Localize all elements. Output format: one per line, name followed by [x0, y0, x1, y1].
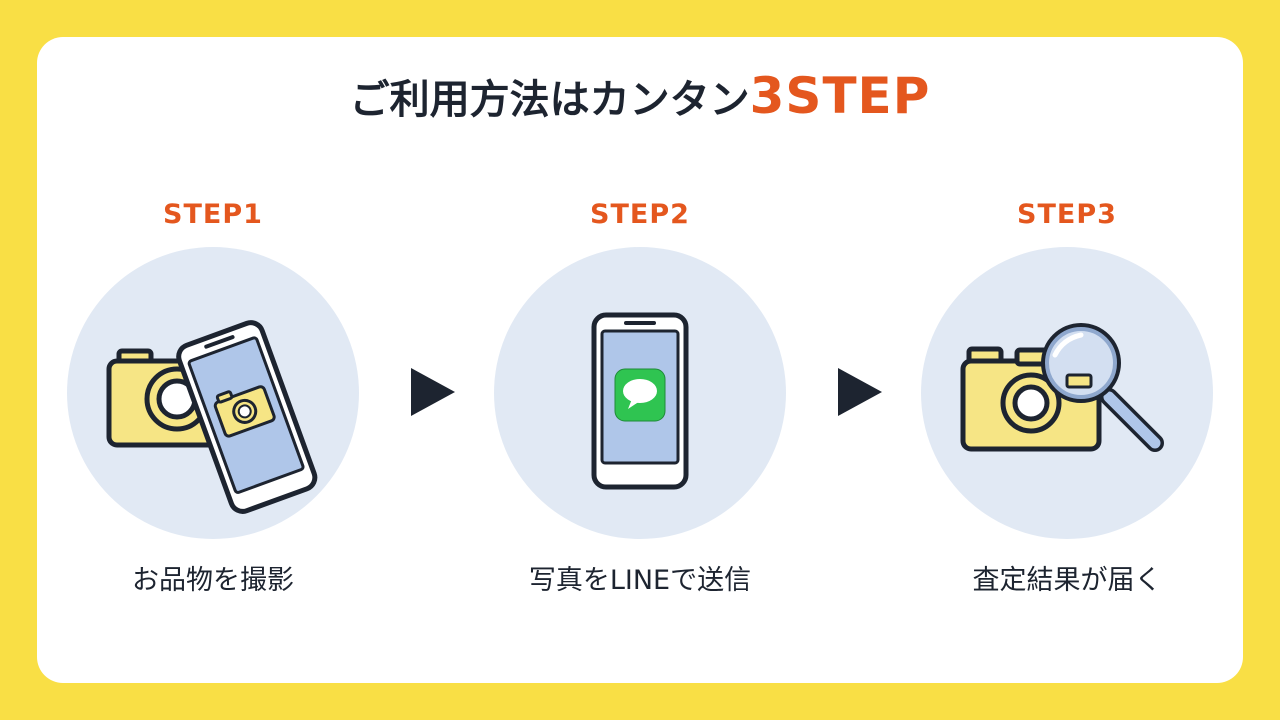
- camera-magnifier-icon: [960, 323, 1164, 452]
- title-main: ご利用方法はカンタン: [349, 77, 750, 123]
- step-3: STEP3 査定結果が届く: [907, 195, 1227, 596]
- step-1: STEP1 お品物を撮影: [53, 195, 373, 596]
- step-2-circle: [494, 247, 786, 539]
- arrow-right-icon: [411, 368, 455, 416]
- page-title: ご利用方法はカンタン3STEP: [0, 66, 1280, 130]
- step-2-caption: 写真をLINEで送信: [528, 565, 752, 596]
- arrow-right-icon: [838, 368, 882, 416]
- step-3-caption: 査定結果が届く: [972, 565, 1162, 596]
- title-accent: 3STEP: [749, 67, 931, 125]
- phone-line-message-icon: [591, 312, 689, 490]
- step-3-label: STEP3: [1017, 199, 1117, 230]
- step-3-circle: [921, 247, 1213, 539]
- step-1-caption: お品物を撮影: [132, 565, 294, 596]
- step-2: STEP2 写真をLINEで送信: [480, 195, 800, 596]
- step-1-circle: [67, 247, 359, 539]
- step-2-label: STEP2: [590, 199, 690, 230]
- step-1-label: STEP1: [163, 199, 263, 230]
- phone-photographing-camera-icon: [106, 320, 318, 514]
